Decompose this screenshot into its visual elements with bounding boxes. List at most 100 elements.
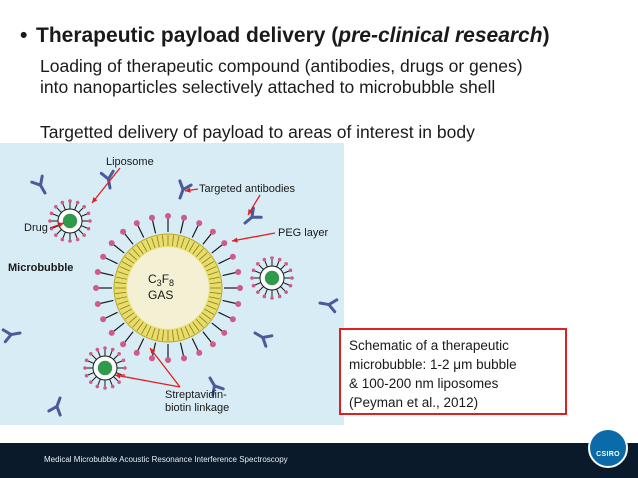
liposome-head bbox=[277, 294, 282, 299]
antibody-stroke bbox=[47, 404, 59, 413]
liposome-head bbox=[68, 199, 72, 203]
peg-end bbox=[100, 253, 107, 260]
label-liposome: Liposome bbox=[106, 156, 154, 168]
label-streptavidin-line1: Streptavidin- bbox=[165, 389, 227, 401]
lipid-tail bbox=[192, 244, 200, 255]
liposome-head bbox=[103, 386, 107, 390]
liposome-tether bbox=[258, 264, 264, 270]
bullet-dot: • bbox=[20, 24, 28, 47]
liposome-head bbox=[84, 373, 89, 378]
antibody-stroke bbox=[9, 331, 22, 337]
antibody-5 bbox=[253, 331, 274, 348]
lipid-tail bbox=[116, 296, 128, 300]
lipid-tail bbox=[180, 327, 185, 339]
antibody-stroke bbox=[30, 180, 42, 187]
peg-end bbox=[108, 240, 115, 247]
lipid-tail bbox=[184, 239, 190, 250]
peg-end bbox=[229, 253, 236, 260]
lipid-tail bbox=[176, 328, 180, 340]
liposome-head bbox=[60, 237, 65, 242]
slide-bullet-heading: •Therapeutic payload delivery (pre-clini… bbox=[20, 24, 550, 48]
peg-end bbox=[148, 214, 155, 221]
arrow-drug-head bbox=[58, 222, 64, 228]
liposome-head bbox=[75, 200, 80, 205]
lipid-tail bbox=[119, 266, 130, 272]
liposome-drug-core bbox=[264, 270, 280, 286]
liposome-tether bbox=[62, 231, 66, 239]
liposome-tether bbox=[80, 213, 88, 217]
bullet-title: Therapeutic payload delivery bbox=[36, 24, 326, 47]
liposome-head bbox=[95, 384, 100, 389]
lipid-tail bbox=[195, 248, 204, 258]
liposome-head bbox=[68, 239, 72, 243]
arrow-streptavidin-1 bbox=[149, 347, 181, 388]
liposome-head bbox=[256, 262, 260, 266]
liposome-tether bbox=[62, 203, 66, 211]
liposome-tether bbox=[91, 376, 97, 382]
lipid-tail bbox=[206, 266, 217, 272]
label-microbubble: Microbubble bbox=[8, 262, 73, 274]
antibody-2 bbox=[30, 174, 47, 195]
liposome-tether bbox=[115, 360, 123, 364]
liposome-tether bbox=[56, 207, 62, 213]
peg-end bbox=[237, 285, 243, 291]
liposome-head bbox=[284, 290, 288, 294]
bullet-italic-note: pre-clinical research bbox=[338, 24, 543, 47]
antibody-stroke bbox=[39, 183, 47, 195]
lipid-tail bbox=[201, 312, 212, 320]
liposome-head bbox=[89, 380, 93, 384]
liposome-tether bbox=[74, 203, 78, 211]
peg-end bbox=[133, 349, 140, 356]
liposome-head bbox=[95, 347, 100, 352]
antibody-stroke bbox=[208, 376, 216, 388]
liposome-tether bbox=[282, 282, 290, 286]
liposome-head bbox=[110, 347, 115, 352]
peg-end bbox=[108, 329, 115, 336]
arrow-liposome bbox=[91, 167, 121, 204]
gas-formula-c: C bbox=[148, 272, 157, 286]
liposome-head bbox=[123, 366, 127, 370]
gas-formula-f: F bbox=[162, 272, 169, 286]
liposome-tether bbox=[80, 225, 88, 229]
label-gas: GAS bbox=[148, 288, 173, 302]
liposome-tether bbox=[276, 288, 280, 296]
gas-core bbox=[127, 247, 209, 329]
microbubble-schematic-figure: Liposome Targeted antibodies Drug PEG la… bbox=[0, 143, 344, 425]
lipid-tail bbox=[188, 241, 195, 252]
lipid-tail bbox=[119, 304, 130, 310]
liposome-head bbox=[83, 366, 87, 370]
liposome-tether bbox=[97, 378, 101, 386]
liposome-head bbox=[86, 211, 91, 216]
lipid-tail bbox=[128, 252, 138, 261]
antibody-stroke bbox=[211, 384, 216, 397]
lipid-tail bbox=[204, 261, 215, 268]
peg-end bbox=[209, 341, 216, 348]
label-drug: Drug bbox=[24, 222, 48, 234]
antibody-stroke bbox=[106, 169, 115, 181]
lipid-tail bbox=[117, 300, 129, 305]
liposome-tether bbox=[264, 288, 268, 296]
liposome-tether bbox=[254, 270, 262, 274]
liposome-tether bbox=[113, 354, 119, 360]
antibody-stroke bbox=[243, 215, 254, 225]
lipid-tail bbox=[132, 248, 141, 258]
liposome-tether bbox=[282, 270, 290, 274]
peg-end bbox=[100, 316, 107, 323]
label-streptavidin-line2: biotin linkage bbox=[165, 402, 229, 414]
liposome-tether bbox=[276, 260, 280, 268]
antibody-7 bbox=[47, 396, 62, 417]
liposome-head bbox=[290, 276, 294, 280]
liposome-tether bbox=[87, 360, 95, 364]
lipid-tail bbox=[209, 282, 221, 285]
antibody-stroke bbox=[55, 396, 62, 408]
paragraph-loading-line1: Loading of therapeutic compound (antibod… bbox=[40, 56, 523, 76]
peg-end bbox=[93, 285, 99, 291]
caption-line1: Schematic of a therapeutic bbox=[349, 338, 509, 353]
antibody-stroke bbox=[261, 336, 268, 348]
arrow-peg-head bbox=[232, 237, 238, 243]
liposome-head bbox=[88, 219, 92, 223]
lipid-tail bbox=[124, 256, 135, 264]
gas-formula-3: 3 bbox=[157, 278, 162, 288]
lipid-tail bbox=[116, 276, 128, 280]
lipid-tail bbox=[171, 329, 174, 341]
